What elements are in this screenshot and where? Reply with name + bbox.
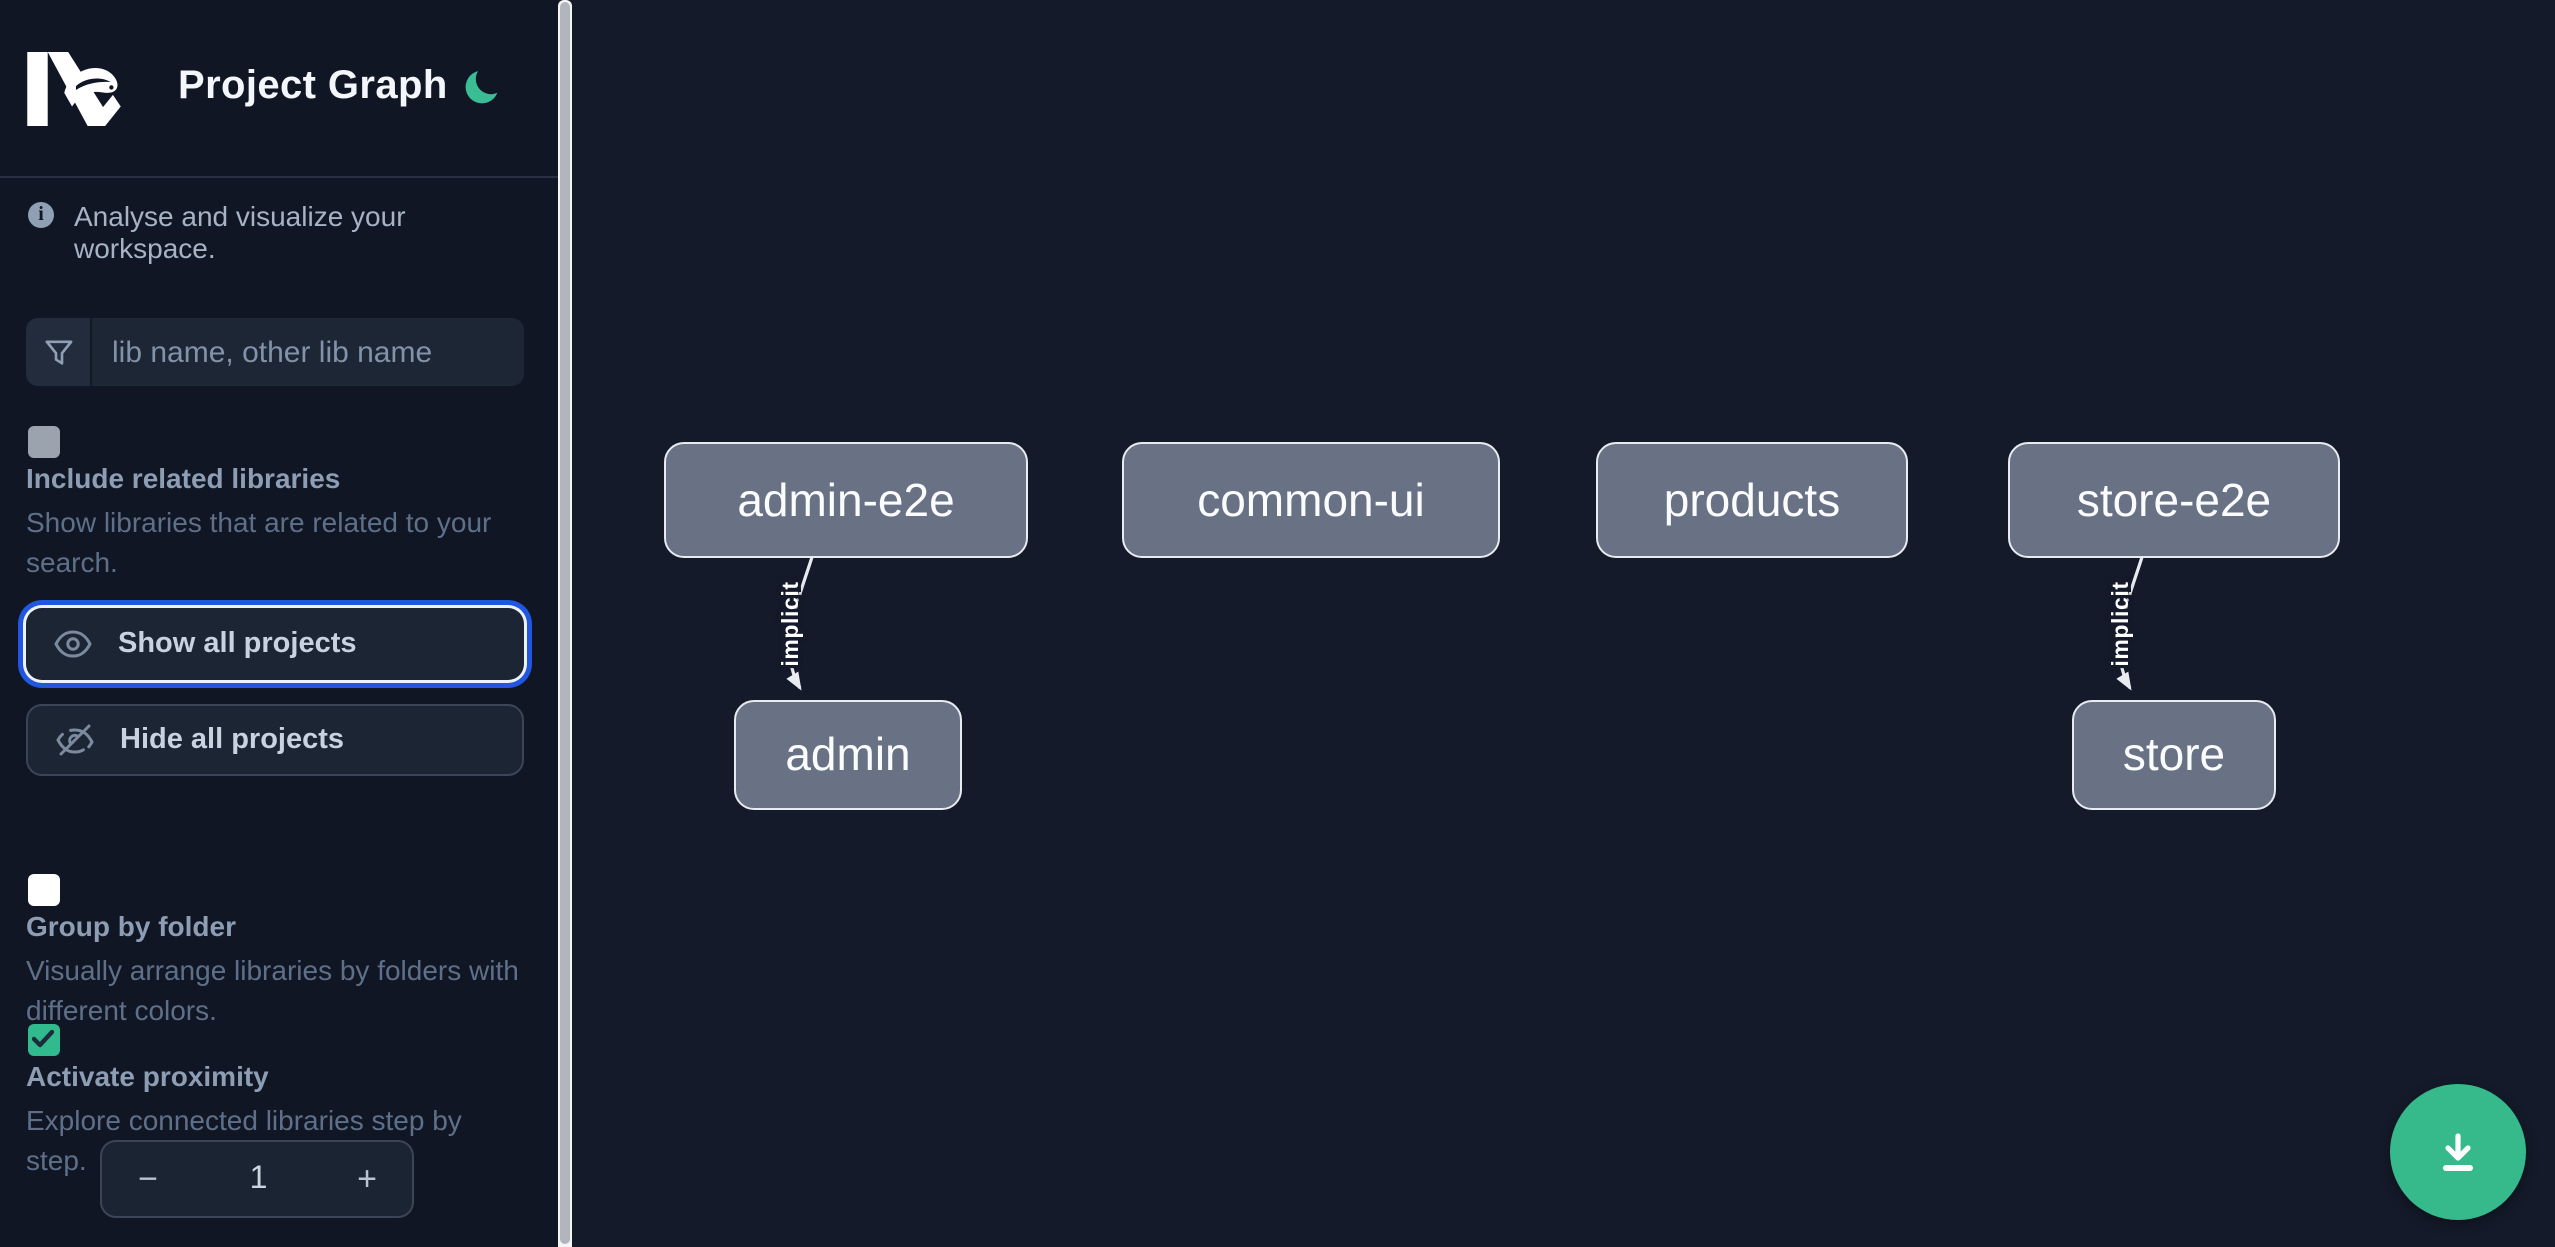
- eye-off-icon: [56, 724, 94, 755]
- node-store[interactable]: store: [2072, 700, 2276, 810]
- tagline-text: Analyse and visualize your workspace.: [74, 200, 406, 264]
- search-input[interactable]: [92, 318, 523, 386]
- edges-layer: [786, 556, 2144, 691]
- option-label: Include related libraries: [26, 462, 341, 494]
- check-icon: [32, 1030, 54, 1048]
- edge-label-implicit: implicit: [2110, 581, 2134, 667]
- option-description: Show libraries that are related to your …: [26, 506, 492, 578]
- funnel-icon: [26, 318, 92, 386]
- node-store-e2e[interactable]: store-e2e: [2008, 442, 2340, 558]
- show-all-projects-label: Show all projects: [118, 627, 357, 660]
- include-related-checkbox: [27, 426, 59, 458]
- theme-toggle-button[interactable]: [460, 62, 508, 110]
- activate-proximity-checkbox[interactable]: [27, 1023, 59, 1055]
- node-common-ui[interactable]: common-ui: [1122, 442, 1500, 558]
- option-include-related-libraries: Include related libraries Show libraries…: [26, 424, 530, 582]
- option-label: Group by folder: [26, 910, 236, 942]
- sidebar-scrollbar-thumb[interactable]: [560, 2, 570, 1244]
- page-title: Project Graph: [178, 64, 448, 108]
- group-by-folder-checkbox[interactable]: [27, 874, 59, 906]
- sidebar-scrollbar: [558, 0, 572, 1247]
- proximity-decrement-button[interactable]: −: [102, 1142, 194, 1216]
- option-activate-proximity: Activate proximity Explore connected lib…: [26, 1021, 530, 1179]
- eye-icon: [54, 629, 92, 658]
- proximity-value: 1: [249, 1161, 268, 1195]
- download-graph-button[interactable]: [2389, 1084, 2525, 1220]
- proximity-stepper: − 1 +: [100, 1140, 413, 1218]
- node-admin-e2e[interactable]: admin-e2e: [664, 442, 1028, 558]
- search-box: [26, 318, 523, 386]
- node-admin[interactable]: admin: [734, 700, 962, 810]
- edge-label-implicit: implicit: [780, 581, 804, 667]
- graph-canvas[interactable]: admin-e2e common-ui products store-e2e a…: [572, 0, 2555, 1247]
- hide-all-projects-button[interactable]: Hide all projects: [26, 703, 523, 776]
- node-products[interactable]: products: [1596, 442, 1908, 558]
- option-description: Explore connected libraries step by step…: [26, 1103, 462, 1175]
- sidebar-header: Project Graph: [0, 0, 558, 178]
- moon-icon: [465, 63, 507, 104]
- option-group-by-folder: Group by folder Visually arrange librari…: [26, 872, 530, 1030]
- option-description: Visually arrange libraries by folders wi…: [26, 954, 519, 1026]
- sidebar: Project Graph i Analyse and visualize yo…: [0, 0, 558, 1247]
- tagline-row: i Analyse and visualize your workspace.: [28, 200, 532, 264]
- info-icon: i: [28, 202, 54, 228]
- hide-all-projects-label: Hide all projects: [120, 723, 345, 756]
- download-icon: [2442, 1133, 2472, 1171]
- show-all-projects-button[interactable]: Show all projects: [26, 607, 523, 680]
- option-label: Activate proximity: [26, 1059, 269, 1091]
- proximity-increment-button[interactable]: +: [323, 1142, 411, 1216]
- nx-logo: [27, 52, 121, 126]
